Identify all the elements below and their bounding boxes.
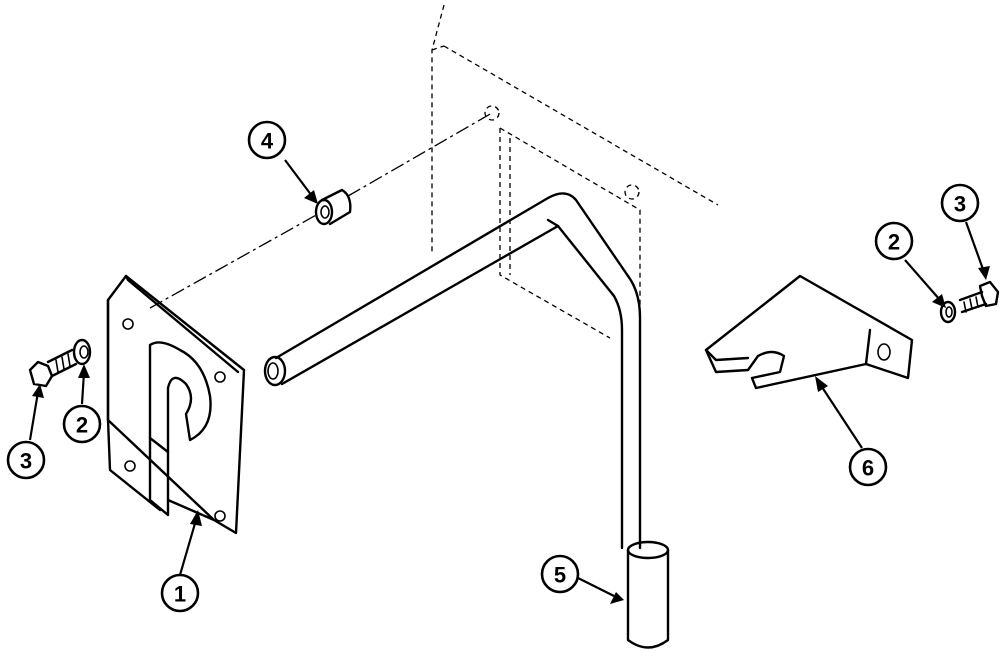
callout-6-label: 6 [862,456,874,481]
mounting-surface-outline [431,4,719,339]
callout-2-right: 2 [874,221,914,261]
callout-1-label: 1 [174,582,186,607]
callout-3-left: 3 [6,440,46,480]
assembly-centerline [149,112,493,309]
callout-3-left-label: 3 [20,449,32,474]
bolt-left [28,348,78,388]
bolt-right [958,280,1000,314]
angle-bracket [704,274,914,390]
washer-left [72,338,92,366]
callout-3-right: 3 [940,183,980,223]
callout-2-right-label: 2 [888,230,900,255]
callout-5-label: 5 [554,563,566,588]
lever-rod [263,192,670,649]
leader-lines [28,159,990,604]
washer-right [939,300,957,324]
pivot-pin [314,188,352,226]
callout-4: 4 [247,120,287,160]
callout-2-left-label: 2 [76,413,88,438]
callout-1: 1 [160,573,200,613]
callout-2-left: 2 [62,404,102,444]
callout-5: 5 [540,554,580,594]
callout-4-label: 4 [261,129,274,154]
callout-6: 6 [848,447,888,487]
mounting-plate [106,274,246,535]
callout-3-right-label: 3 [954,192,966,217]
